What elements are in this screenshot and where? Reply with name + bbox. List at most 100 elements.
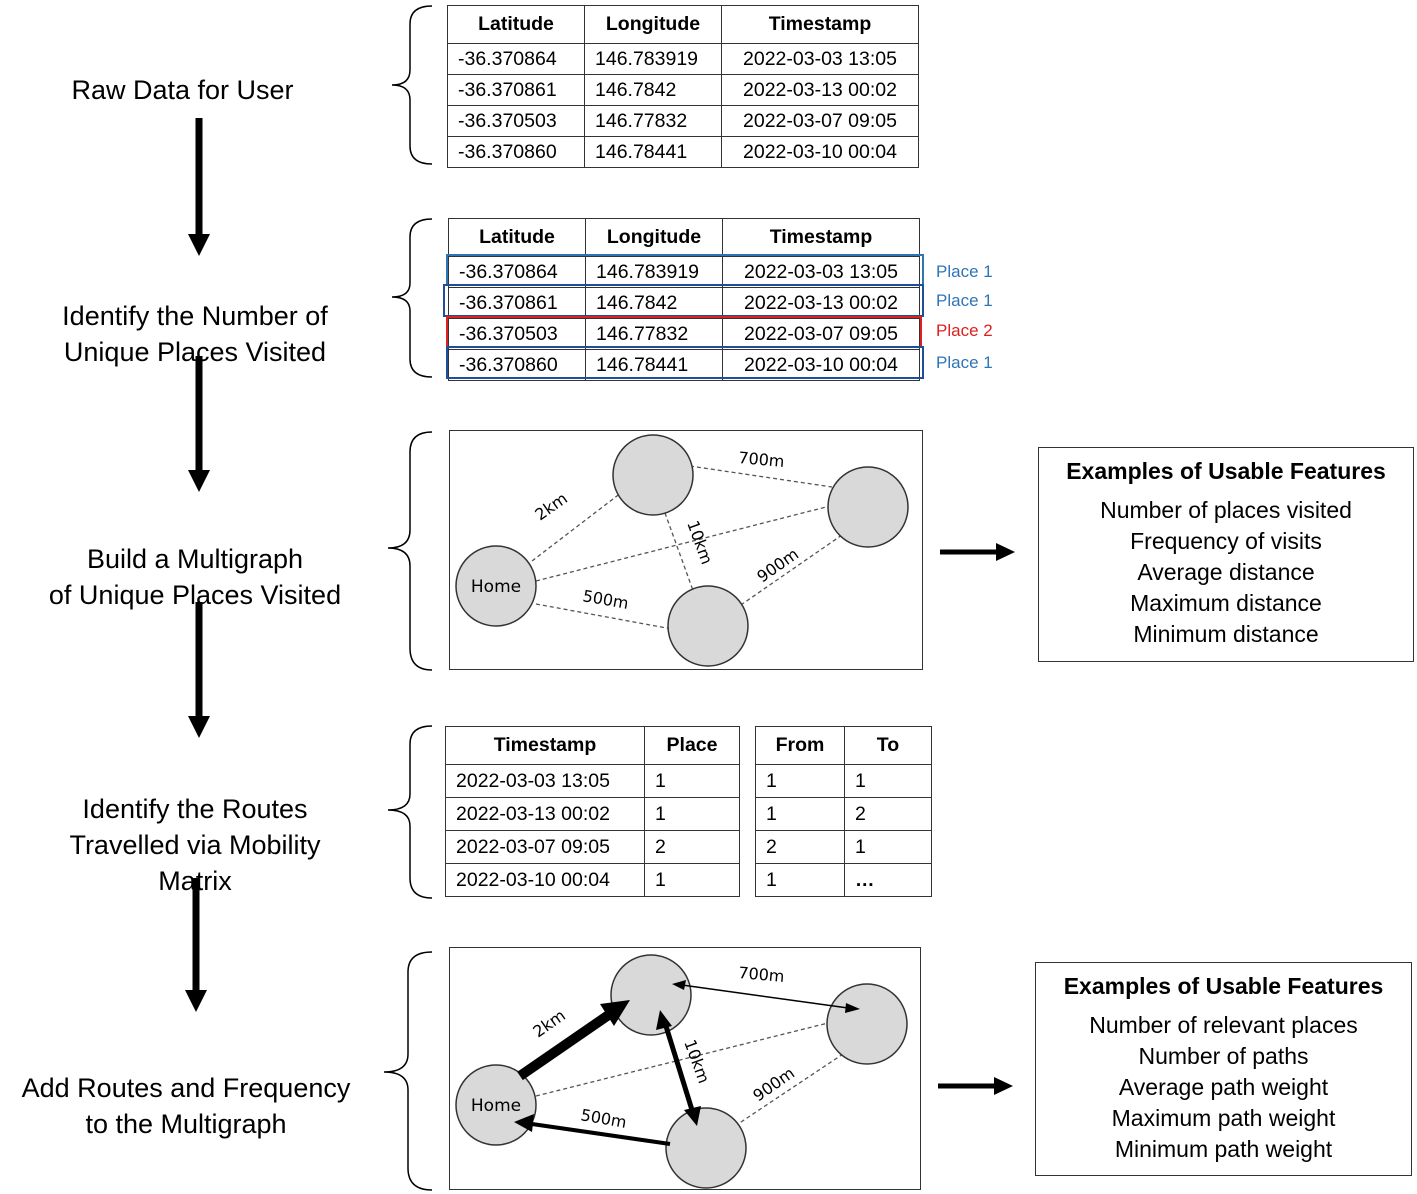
node-right — [826, 983, 908, 1065]
node-top — [612, 434, 694, 516]
table-row: -36.370860 146.78441 2022-03-10 00:04 — [448, 349, 920, 381]
multigraph: Home 700m 2km 10km 900m 500m — [455, 434, 909, 667]
longitude-cell: 146.78441 — [584, 136, 722, 168]
features-title: Examples of Usable Features — [1063, 973, 1384, 999]
longitude-cell: 146.7842 — [584, 74, 722, 106]
longitude-cell: 146.7842 — [585, 287, 723, 319]
places-header-latitude: Latitude — [448, 218, 586, 257]
timestamp-cell: 2022-03-03 13:05 — [722, 256, 920, 288]
edge-top-right — [689, 465, 833, 488]
timestamp-cell: 2022-03-10 00:04 — [722, 349, 920, 381]
brace-5 — [383, 951, 433, 1191]
feature-item: Number of places visited — [1100, 497, 1352, 523]
edge-bottom-right — [734, 525, 856, 610]
latitude-cell: -36.370860 — [448, 349, 586, 381]
edge-home-bottom — [535, 603, 673, 630]
step-identify-routes: Identify the Routes Travelled via Mobili… — [69, 794, 321, 896]
table-row: 1 2 — [755, 797, 932, 831]
table-row: 2 1 — [755, 830, 932, 864]
place-highlight-row-4 — [446, 346, 924, 379]
table-row: 1 1 — [755, 764, 932, 798]
table-row: -36.370503 146.77832 2022-03-07 09:05 — [447, 105, 919, 137]
table-row: -36.370864 146.783919 2022-03-03 13:05 — [448, 256, 920, 288]
brace-1 — [391, 5, 433, 165]
table-row: 2022-03-03 13:05 1 — [445, 764, 740, 798]
longitude-cell: 146.77832 — [585, 318, 723, 350]
raw-header-longitude: Longitude — [584, 5, 722, 44]
place-label-4: Place 1 — [936, 353, 993, 372]
places-header-timestamp: Timestamp — [722, 218, 920, 257]
edge-label-500m: 500m — [581, 586, 630, 613]
longitude-cell: 146.783919 — [584, 43, 722, 75]
features-box-2: Examples of Usable Features Number of re… — [1035, 962, 1412, 1176]
route-top-right — [681, 984, 849, 1009]
timestamp-cell: 2022-03-03 13:05 — [721, 43, 919, 75]
place-label-3: Place 2 — [936, 321, 993, 340]
timestamp-cell: 2022-03-10 00:04 — [721, 136, 919, 168]
multigraph-panel: Home 700m 2km 10km 900m 500m — [449, 430, 923, 670]
edge-label-700m: 700m — [738, 963, 786, 986]
timestamp-cell: 2022-03-13 00:02 — [445, 797, 645, 831]
step-build-multigraph: Build a Multigraph of Unique Places Visi… — [48, 544, 342, 610]
matrix-header-to: To — [844, 726, 932, 765]
table-row: -36.370864 146.783919 2022-03-03 13:05 — [447, 43, 919, 75]
brace-2 — [391, 218, 433, 378]
raw-header-timestamp: Timestamp — [721, 5, 919, 44]
brace-3 — [387, 431, 433, 671]
timestamp-cell: 2022-03-13 00:02 — [722, 287, 920, 319]
table-row: 2022-03-10 00:04 1 — [445, 863, 740, 897]
mobility-table: Timestamp Place 2022-03-03 13:05 1 2022-… — [445, 726, 740, 897]
edge-label-2km: 2km — [529, 1006, 569, 1042]
place-cell: 1 — [644, 863, 740, 897]
feature-item: Minimum path weight — [1114, 1136, 1333, 1162]
place-label-1: Place 1 — [936, 262, 993, 281]
place-cell: 1 — [644, 764, 740, 798]
edge-label-10km: 10km — [680, 1037, 713, 1086]
places-header-longitude: Longitude — [585, 218, 723, 257]
weighted-multigraph: Home 700m 2km 10km 900m 500m — [455, 954, 908, 1189]
places-table: Latitude Longitude Timestamp -36.370864 … — [448, 218, 920, 381]
brace-4 — [387, 725, 433, 899]
timestamp-cell: 2022-03-03 13:05 — [445, 764, 645, 798]
step-add-routes: Add Routes and Frequency to the Multigra… — [21, 1073, 351, 1139]
table-row: -36.370861 146.7842 2022-03-13 00:02 — [447, 74, 919, 106]
latitude-cell: -36.370861 — [448, 287, 586, 319]
route-top-bottom — [662, 1022, 695, 1111]
raw-data-table: Latitude Longitude Timestamp -36.370864 … — [447, 5, 919, 168]
table-row: 2022-03-13 00:02 1 — [445, 797, 740, 831]
longitude-cell: 146.77832 — [584, 105, 722, 137]
feature-item: Average path weight — [1118, 1074, 1329, 1100]
place-highlight-row-1 — [446, 254, 924, 286]
table-row: 1 … — [755, 863, 932, 897]
node-right — [827, 466, 909, 548]
to-cell: 1 — [844, 764, 932, 798]
features-box-1: Examples of Usable Features Number of pl… — [1038, 447, 1414, 662]
latitude-cell: -36.370503 — [447, 105, 585, 137]
latitude-cell: -36.370860 — [447, 136, 585, 168]
raw-header-latitude: Latitude — [447, 5, 585, 44]
from-cell: 2 — [755, 830, 845, 864]
edge-label-900m: 900m — [749, 1063, 798, 1105]
longitude-cell: 146.783919 — [585, 256, 723, 288]
feature-item: Minimum distance — [1133, 621, 1319, 647]
node-home-label: Home — [471, 1096, 521, 1116]
down-arrow-1 — [188, 118, 210, 256]
edge-home-right — [535, 1022, 829, 1097]
timestamp-cell: 2022-03-07 09:05 — [445, 830, 645, 864]
node-bottom — [667, 585, 749, 667]
timestamp-cell: 2022-03-07 09:05 — [721, 105, 919, 137]
node-top — [610, 954, 692, 1036]
latitude-cell: -36.370861 — [447, 74, 585, 106]
latitude-cell: -36.370503 — [448, 318, 586, 350]
feature-item: Frequency of visits — [1130, 528, 1322, 554]
place-label-2: Place 1 — [936, 291, 993, 310]
latitude-cell: -36.370864 — [448, 256, 586, 288]
mobility-header-place: Place — [644, 726, 740, 765]
feature-item: Maximum distance — [1130, 590, 1322, 616]
right-arrow-1 — [940, 543, 1015, 561]
weighted-multigraph-panel: Home 700m 2km 10km 900m 500m — [449, 947, 921, 1190]
from-cell: 1 — [755, 764, 845, 798]
place-cell: 1 — [644, 797, 740, 831]
down-arrow-4 — [185, 878, 207, 1012]
feature-item: Number of relevant places — [1089, 1012, 1358, 1038]
